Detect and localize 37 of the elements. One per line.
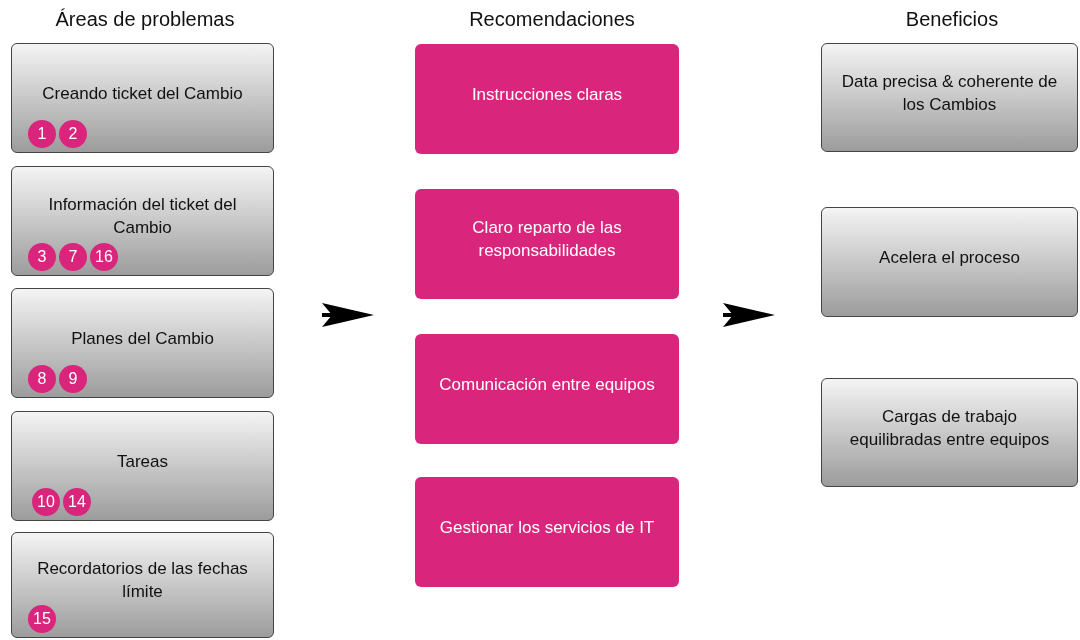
box-label: Gestionar los servicios de IT	[438, 516, 656, 539]
number-badge: 9	[59, 365, 87, 393]
box-label: Información del ticket del Cambio	[47, 194, 238, 239]
area-box	[11, 166, 274, 276]
box-label: Claro reparto de las responsabilidades	[471, 217, 623, 262]
number-badge: 14	[63, 488, 91, 516]
column-heading: Recomendaciones	[469, 8, 635, 31]
box-label: Comunicación entre equipos	[438, 373, 656, 396]
number-badge: 16	[90, 243, 118, 271]
area-box	[11, 532, 274, 638]
number-badge: 2	[59, 120, 87, 148]
column-heading: Beneficios	[905, 8, 999, 31]
number-badge: 10	[32, 488, 60, 516]
box-label: Cargas de trabajo equilibradas entre equipos	[848, 405, 1051, 451]
number-badge: 1	[28, 120, 56, 148]
recommendation-box	[415, 44, 679, 154]
area-box	[11, 411, 274, 521]
box-label: Data precisa & coherente de los Cambios	[840, 70, 1059, 116]
number-badge: 7	[59, 243, 87, 271]
box-label: Planes del Cambio	[70, 327, 215, 350]
benefit-box	[821, 378, 1078, 487]
number-badge: 8	[28, 365, 56, 393]
area-box	[11, 288, 274, 398]
box-label: Instrucciones claras	[470, 83, 624, 106]
box-label: Creando ticket del Cambio	[41, 82, 244, 105]
box-label: Recordatorios de las fechas límite	[36, 558, 249, 603]
recommendation-box	[415, 334, 679, 444]
number-badge: 15	[28, 605, 56, 633]
recommendation-box	[415, 189, 679, 299]
box-label: Tareas	[116, 450, 169, 473]
benefit-box	[821, 207, 1078, 317]
area-box	[11, 43, 274, 153]
benefit-box	[821, 43, 1078, 152]
number-badge: 3	[28, 243, 56, 271]
column-heading: Áreas de problemas	[55, 8, 235, 31]
box-label: Acelera el proceso	[878, 246, 1021, 269]
recommendation-box	[415, 477, 679, 587]
